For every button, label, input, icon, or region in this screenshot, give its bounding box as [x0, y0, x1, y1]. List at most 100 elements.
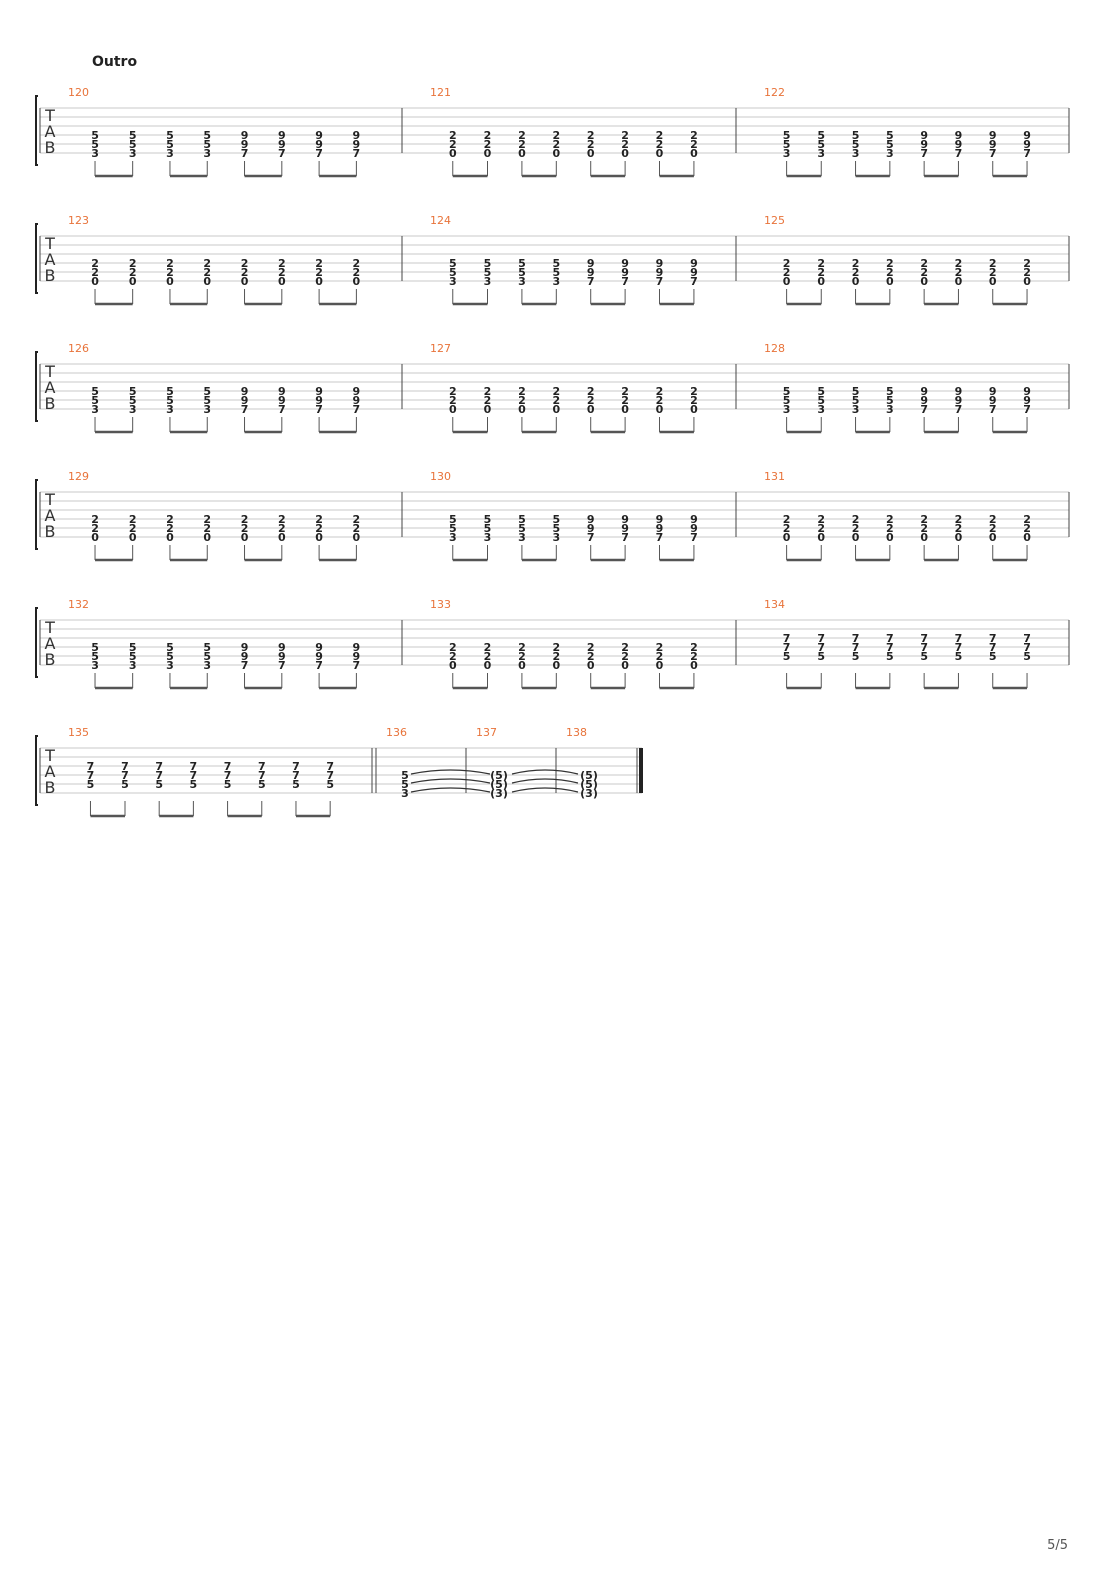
- fret-number: 7: [258, 769, 266, 782]
- fret-number: 2: [484, 385, 492, 398]
- fret-number: 5: [886, 129, 894, 142]
- fret-number: 9: [690, 513, 698, 526]
- fret-number: 0: [166, 275, 174, 288]
- fret-number: 7: [1023, 403, 1031, 416]
- fret-number: 0: [484, 403, 492, 416]
- measure-number: 127: [430, 342, 451, 355]
- system-bracket: [35, 479, 38, 550]
- fret-number: 5: [817, 650, 825, 663]
- fret-number: 2: [656, 641, 664, 654]
- fret-number: 2: [552, 385, 560, 398]
- fret-number: 7: [224, 760, 232, 773]
- measure-number: 130: [430, 470, 451, 483]
- fret-number: 5: [166, 138, 174, 151]
- fret-number: 7: [886, 632, 894, 645]
- fret-number: 7: [1023, 147, 1031, 160]
- fret-number: 5: [552, 513, 560, 526]
- fret-number: 3: [817, 403, 825, 416]
- fret-number: 7: [955, 632, 963, 645]
- fret-number: 9: [587, 522, 595, 535]
- fret-number: 2: [817, 522, 825, 535]
- fret-number: 0: [484, 147, 492, 160]
- fret-number: 5: [484, 257, 492, 270]
- fret-number: 2: [449, 138, 457, 151]
- fret-number: 5: [326, 778, 334, 791]
- fret-number: 0: [518, 147, 526, 160]
- fret-number: 3: [852, 147, 860, 160]
- fret-number: 2: [449, 394, 457, 407]
- fret-number: 0: [315, 531, 323, 544]
- fret-number: 5: [886, 385, 894, 398]
- fret-number: 5: [1023, 650, 1031, 663]
- fret-number: (5): [580, 769, 598, 782]
- fret-number: 7: [241, 147, 249, 160]
- tab-clef-letter: A: [45, 122, 56, 141]
- fret-number: 7: [955, 147, 963, 160]
- fret-number: 7: [920, 147, 928, 160]
- fret-number: 9: [656, 257, 664, 270]
- fret-number: 7: [326, 769, 334, 782]
- fret-number: 5: [449, 513, 457, 526]
- fret-number: 5: [203, 385, 211, 398]
- fret-number: 2: [690, 129, 698, 142]
- fret-number: 7: [920, 641, 928, 654]
- fret-number: 5: [852, 138, 860, 151]
- measure-number: 134: [764, 598, 785, 611]
- fret-number: 2: [656, 129, 664, 142]
- fret-number: 9: [920, 129, 928, 142]
- fret-number: 2: [203, 257, 211, 270]
- fret-number: 5: [989, 650, 997, 663]
- fret-number: 5: [258, 778, 266, 791]
- fret-number: 7: [783, 641, 791, 654]
- tie-arc: [511, 769, 579, 775]
- page-number: 5/5: [1047, 1538, 1068, 1553]
- fret-number: 2: [484, 138, 492, 151]
- system-bracket: [35, 351, 38, 422]
- fret-number: 2: [587, 129, 595, 142]
- fret-number: 2: [166, 513, 174, 526]
- fret-number: 2: [852, 513, 860, 526]
- fret-number: 2: [783, 257, 791, 270]
- fret-number: 7: [190, 760, 198, 773]
- fret-number: 2: [278, 266, 286, 279]
- fret-number: 0: [955, 275, 963, 288]
- fret-number: 0: [1023, 275, 1031, 288]
- fret-number: 5: [91, 641, 99, 654]
- fret-number: 3: [166, 659, 174, 672]
- fret-number: 2: [518, 138, 526, 151]
- fret-number: 3: [518, 531, 526, 544]
- fret-number: 0: [783, 275, 791, 288]
- fret-number: 9: [278, 385, 286, 398]
- fret-number: 2: [656, 385, 664, 398]
- fret-number: 7: [278, 147, 286, 160]
- fret-number: 2: [886, 257, 894, 270]
- fret-number: 5: [203, 650, 211, 663]
- measure-number: 137: [476, 726, 497, 739]
- system-bracket: [35, 95, 38, 166]
- fret-number: 2: [518, 385, 526, 398]
- measure-number: 123: [68, 214, 89, 227]
- fret-number: 2: [920, 257, 928, 270]
- measure-number: 126: [68, 342, 89, 355]
- fret-number: 5: [292, 778, 300, 791]
- fret-number: 9: [278, 394, 286, 407]
- fret-number: 5: [783, 650, 791, 663]
- fret-number: 2: [129, 266, 137, 279]
- fret-number: 0: [129, 275, 137, 288]
- fret-number: 2: [690, 650, 698, 663]
- fret-number: 5: [817, 385, 825, 398]
- fret-number: 7: [690, 531, 698, 544]
- fret-number: 9: [353, 394, 361, 407]
- fret-number: 9: [241, 385, 249, 398]
- tab-clef-letter: T: [44, 234, 55, 253]
- measure-number: 135: [68, 726, 89, 739]
- fret-number: 9: [989, 138, 997, 151]
- fret-number: 5: [129, 394, 137, 407]
- fret-number: 0: [690, 659, 698, 672]
- fret-number: 9: [656, 522, 664, 535]
- fret-number: 2: [989, 513, 997, 526]
- fret-number: 2: [852, 522, 860, 535]
- fret-number: 9: [315, 385, 323, 398]
- tab-clef-letter: B: [45, 522, 56, 541]
